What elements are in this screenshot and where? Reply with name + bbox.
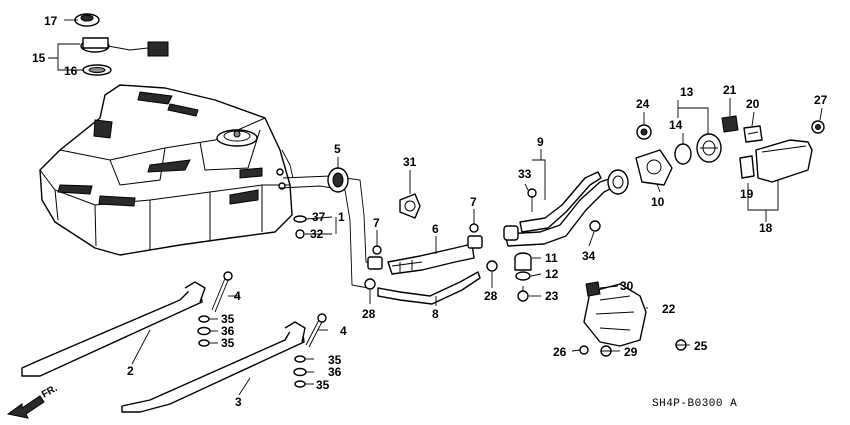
clip-28-left xyxy=(364,278,376,290)
callout-36-b: 36 xyxy=(328,365,342,379)
vent-pipe-from-tank xyxy=(279,175,381,289)
callout-37: 37 xyxy=(312,210,326,224)
bolt-25 xyxy=(675,339,687,351)
callout-28-right: 28 xyxy=(484,289,498,303)
callout-7-left: 7 xyxy=(373,216,380,230)
strap-washers-upper xyxy=(197,315,211,347)
callout-33: 33 xyxy=(518,167,532,181)
clip-28-right xyxy=(486,260,498,272)
strap-bolt-4-upper xyxy=(211,271,233,313)
callout-35-d: 35 xyxy=(316,378,330,392)
front-direction-arrow: FR. xyxy=(6,383,60,419)
clip-30 xyxy=(585,281,601,297)
cushion-11 xyxy=(514,252,532,271)
callout-32: 32 xyxy=(310,227,324,241)
clip-7-left-top xyxy=(372,245,382,255)
fuel-cap-13 xyxy=(696,133,722,163)
fuel-tank-strap-3 xyxy=(121,321,306,413)
fuel-pipe-shield-22 xyxy=(583,283,647,347)
callout-3: 3 xyxy=(235,395,242,409)
callout-24: 24 xyxy=(636,97,650,111)
callout-30: 30 xyxy=(620,279,634,293)
callout-13: 13 xyxy=(680,85,694,99)
cushion-12 xyxy=(515,271,531,281)
hose-clamp-7-right xyxy=(467,235,483,249)
callout-23: 23 xyxy=(545,289,559,303)
bolt-29 xyxy=(600,345,612,357)
callout-11: 11 xyxy=(545,251,558,265)
callout-10: 10 xyxy=(651,195,665,209)
callout-17: 17 xyxy=(44,14,58,28)
callout-16: 16 xyxy=(64,64,78,78)
lid-hinge-20 xyxy=(743,125,763,143)
strap-washers-lower xyxy=(293,355,307,388)
strap-bolt-4-lower xyxy=(305,313,327,348)
callout-25: 25 xyxy=(694,339,708,353)
fuel-gauge-sender-unit xyxy=(74,13,169,76)
clip-7-right-top xyxy=(469,223,479,233)
callout-1: 1 xyxy=(338,210,345,224)
bolt-23 xyxy=(517,286,529,302)
callout-18: 18 xyxy=(759,221,773,235)
callout-27: 27 xyxy=(814,93,828,107)
callout-35-a: 35 xyxy=(221,312,235,326)
callout-21: 21 xyxy=(723,83,737,97)
nut-24 xyxy=(636,124,652,140)
callout-22: 22 xyxy=(662,302,676,316)
callout-4-upper: 4 xyxy=(234,289,241,303)
callout-8: 8 xyxy=(432,307,439,321)
callout-9: 9 xyxy=(537,135,544,149)
callout-19: 19 xyxy=(740,187,754,201)
hose-clamp-7-left xyxy=(367,256,383,270)
fuel-tank xyxy=(39,84,294,256)
callout-4-lower: 4 xyxy=(340,324,347,338)
callout-34: 34 xyxy=(582,249,596,263)
grommet-5 xyxy=(327,167,349,193)
cap-holder-21 xyxy=(721,115,739,133)
callout-7-right: 7 xyxy=(470,195,477,209)
washer-37 xyxy=(293,215,307,223)
lid-bumper-27 xyxy=(811,120,825,134)
fuel-hose-6 xyxy=(387,243,475,275)
nut-26 xyxy=(579,345,589,355)
callout-6: 6 xyxy=(432,222,439,236)
callout-26: 26 xyxy=(553,345,567,359)
gasket-14 xyxy=(674,143,692,165)
diagram-code: SH4P-B0300 A xyxy=(652,398,737,410)
callout-28-left: 28 xyxy=(362,307,376,321)
leader-lines xyxy=(48,19,823,396)
filler-base-10 xyxy=(635,149,673,186)
callout-36-a: 36 xyxy=(221,324,235,338)
callout-35-c: 35 xyxy=(328,353,342,367)
callout-29: 29 xyxy=(624,345,638,359)
breather-hose-8 xyxy=(377,271,481,305)
callout-20: 20 xyxy=(746,97,760,111)
bolt-33 xyxy=(527,188,537,198)
callout-2: 2 xyxy=(127,364,134,378)
lid-spring-19 xyxy=(739,155,755,179)
fuel-filler-lid-18 xyxy=(755,139,813,183)
callout-labels: 17 15 16 5 37 1 32 31 7 6 7 28 8 28 9 33… xyxy=(32,14,828,409)
fuel-tank-strap-2 xyxy=(21,281,206,377)
bolt-34 xyxy=(589,220,601,232)
callout-5: 5 xyxy=(334,142,341,156)
hose-clamp-31 xyxy=(399,180,421,219)
callout-31: 31 xyxy=(403,155,417,169)
front-direction-label: FR. xyxy=(40,383,60,401)
nut-32 xyxy=(295,229,305,239)
callout-14: 14 xyxy=(669,118,683,132)
callout-12: 12 xyxy=(545,267,559,281)
callout-15: 15 xyxy=(32,51,46,65)
callout-35-b: 35 xyxy=(221,336,235,350)
fuel-filler-neck-9 xyxy=(503,169,629,247)
